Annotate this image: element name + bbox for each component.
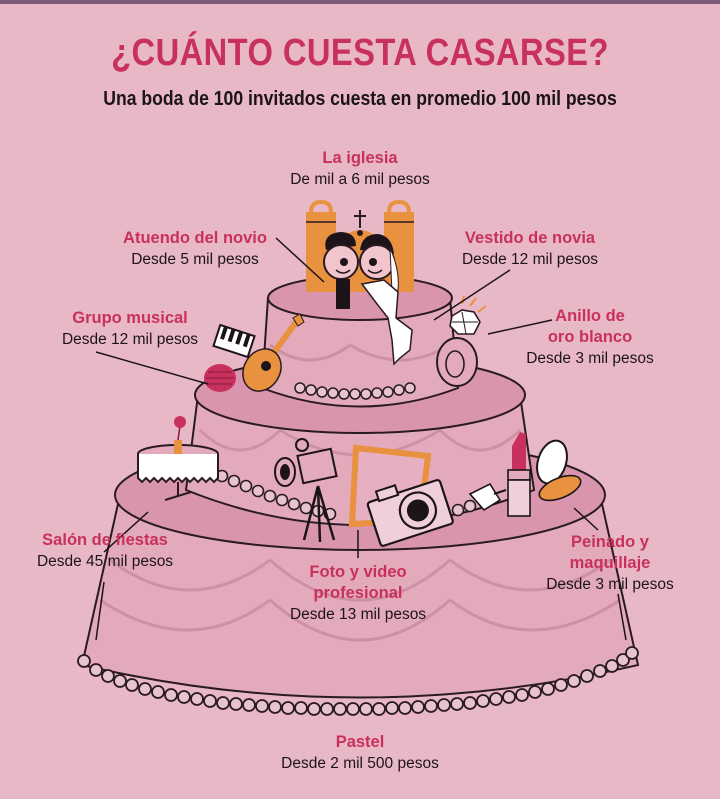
label-foto-name-2: profesional	[313, 584, 403, 602]
maracas-icon	[204, 364, 236, 392]
lipstick-icon	[507, 432, 531, 517]
label-peinado-name-1: Peinado y	[571, 533, 649, 551]
label-iglesia-name: La iglesia	[322, 149, 398, 167]
label-novio-name: Atuendo del novio	[123, 229, 267, 247]
label-salon: Salón de fiestas Desde 45 mil pesos	[10, 530, 200, 572]
label-anillo: Anillo de oro blanco Desde 3 mil pesos	[500, 306, 680, 369]
label-iglesia: La iglesia De mil a 6 mil pesos	[240, 148, 480, 190]
label-pastel-name: Pastel	[335, 733, 385, 751]
label-iglesia-cost: De mil a 6 mil pesos	[290, 171, 430, 188]
label-peinado: Peinado y maquillaje Desde 3 mil pesos	[520, 532, 700, 595]
top-border	[0, 0, 720, 4]
photo-camera-icon	[366, 479, 454, 547]
label-foto-cost: Desde 13 mil pesos	[289, 606, 427, 623]
label-foto-name-1: Foto y video	[309, 563, 407, 581]
groom-icon	[323, 232, 359, 309]
label-novio: Atuendo del novio Desde 5 mil pesos	[90, 228, 300, 270]
label-peinado-cost: Desde 3 mil pesos	[546, 576, 674, 593]
label-vestido: Vestido de novia Desde 12 mil pesos	[430, 228, 630, 270]
label-novio-cost: Desde 5 mil pesos	[131, 251, 259, 268]
table-icon	[137, 416, 219, 501]
makeup-brush-icon	[468, 482, 507, 512]
label-musical-name: Grupo musical	[72, 309, 188, 327]
video-camera-icon	[274, 438, 338, 543]
piano-keys-icon	[212, 323, 256, 359]
pearl-string-bottom	[77, 646, 639, 716]
label-musical: Grupo musical Desde 12 mil pesos	[30, 308, 230, 350]
label-musical-cost: Desde 12 mil pesos	[61, 331, 199, 348]
label-anillo-cost: Desde 3 mil pesos	[526, 350, 654, 367]
bride-icon	[359, 234, 399, 293]
cake-top-tier	[260, 275, 460, 408]
label-vestido-cost: Desde 12 mil pesos	[461, 251, 599, 268]
leader-lines	[95, 237, 627, 641]
bride-dress-icon	[360, 279, 413, 366]
guitar-icon	[242, 313, 305, 392]
label-pastel-cost: Desde 2 mil 500 pesos	[281, 755, 439, 772]
label-anillo-name-1: Anillo de	[555, 307, 625, 325]
page-subtitle: Una boda de 100 invitados cuesta en prom…	[103, 88, 617, 110]
label-peinado-name-2: maquillaje	[569, 554, 651, 572]
pearl-string-top	[294, 382, 416, 400]
label-vestido-name: Vestido de novia	[464, 229, 596, 247]
label-foto: Foto y video profesional Desde 13 mil pe…	[268, 562, 448, 625]
page-title: ¿CUÁNTO CUESTA CASARSE?	[111, 32, 609, 74]
label-anillo-name-2: oro blanco	[547, 328, 633, 346]
label-pastel: Pastel Desde 2 mil 500 pesos	[250, 732, 470, 774]
ring-icon	[436, 295, 487, 387]
label-salon-cost: Desde 45 mil pesos	[36, 553, 174, 570]
label-salon-name: Salón de fiestas	[42, 531, 168, 549]
pearl-string-middle	[203, 463, 477, 521]
compact-mirror-icon	[536, 439, 582, 502]
